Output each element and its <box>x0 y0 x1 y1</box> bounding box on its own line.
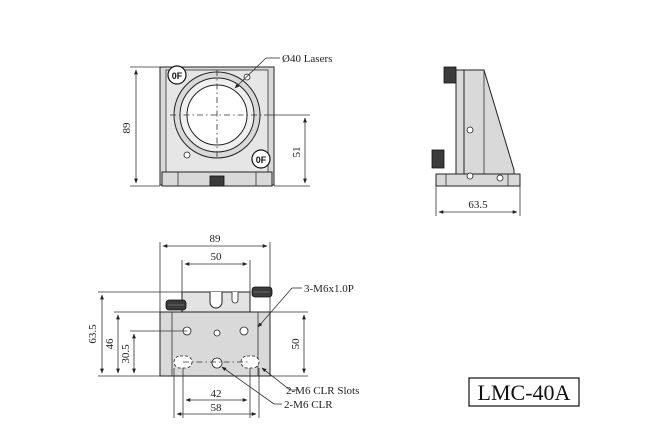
knob-top-left-label: 0F <box>172 71 183 81</box>
model-label-box: LMC-40A <box>468 377 580 407</box>
side-bracket <box>463 69 515 177</box>
thread-hole-2 <box>239 326 249 336</box>
front-view: 0F 0F 89 51 Ø40 Lasers <box>121 53 332 187</box>
callout-thread: 3-M6x1.0P <box>304 283 354 295</box>
clr-hole <box>211 357 223 369</box>
model-label: LMC-40A <box>478 380 571 405</box>
dim-top-58: 58 <box>211 402 223 414</box>
dim-side-depth: 63.5 <box>468 199 488 211</box>
thread-hole-3 <box>213 329 221 337</box>
dim-top-42: 42 <box>211 388 222 400</box>
front-base-screw <box>209 175 225 187</box>
side-knob-bottom <box>431 149 445 169</box>
knob-bottom-right-label: 0F <box>256 155 267 165</box>
slot-right <box>240 355 260 369</box>
aperture-callout: Ø40 Lasers <box>282 53 332 65</box>
side-base <box>435 173 521 187</box>
dim-top-right: 50 <box>290 338 302 350</box>
callout-slots: 2-M6 CLR Slots <box>286 385 359 397</box>
dim-top-inner-width: 50 <box>211 251 223 263</box>
side-knob-top <box>443 66 457 84</box>
callout-clr: 2-M6 CLR <box>284 399 333 411</box>
dim-top-width: 89 <box>210 233 222 245</box>
knob-top-left <box>167 65 187 85</box>
side-view: 63.5 <box>431 66 521 216</box>
dim-front-height: 89 <box>121 122 133 134</box>
top-view: 89 50 63.5 46 30.5 50 42 58 3-M6x1.0P <box>87 233 359 418</box>
dim-center-height: 51 <box>291 147 303 158</box>
knob-bottom-right <box>251 149 271 169</box>
dim-top-30-5: 30.5 <box>120 344 132 364</box>
dim-top-depth: 63.5 <box>87 324 99 344</box>
dim-top-46: 46 <box>104 338 116 350</box>
